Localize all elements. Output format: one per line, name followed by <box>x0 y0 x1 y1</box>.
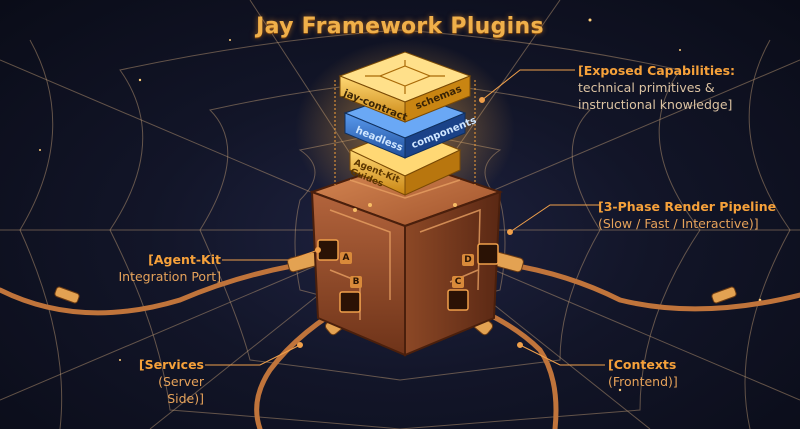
port-label-c: C <box>452 276 464 288</box>
callout-agentkit-line2: Integration Port] <box>118 269 221 284</box>
callout-exposed-line2: technical primitives & <box>578 80 715 95</box>
callout-services-head: [Services <box>138 357 204 372</box>
callout-contexts: [Contexts (Frontend)] <box>608 356 678 390</box>
capability-stack <box>334 51 476 196</box>
port-label-d: D <box>462 254 474 266</box>
cube-ports <box>317 239 499 313</box>
callout-services-line2: (Server Side)] <box>158 374 204 406</box>
callout-contexts-line2: (Frontend)] <box>608 374 678 389</box>
port-label-b: B <box>350 276 362 288</box>
callout-exposed-line3: instructional knowledge] <box>578 97 733 112</box>
sparkles <box>39 18 762 392</box>
leader-lines <box>205 69 605 366</box>
callout-agentkit-head: [Agent-Kit <box>148 252 221 267</box>
callout-exposed-capabilities: [Exposed Capabilities: technical primiti… <box>578 62 735 113</box>
callout-exposed-head: [Exposed Capabilities: <box>578 63 736 78</box>
callout-agent-kit-port: [Agent-Kit Integration Port] <box>116 251 221 285</box>
callout-render-head: [3-Phase Render Pipeline <box>598 199 777 214</box>
port-label-a: A <box>340 252 352 264</box>
callout-services: [Services (Server Side)] <box>118 356 204 407</box>
diagram-title: Jay Framework Plugins <box>256 14 544 39</box>
callout-render-line2: (Slow / Fast / Interactive)] <box>598 216 759 231</box>
callout-contexts-head: [Contexts <box>608 357 677 372</box>
callout-render-pipeline: [3-Phase Render Pipeline (Slow / Fast / … <box>598 198 776 232</box>
